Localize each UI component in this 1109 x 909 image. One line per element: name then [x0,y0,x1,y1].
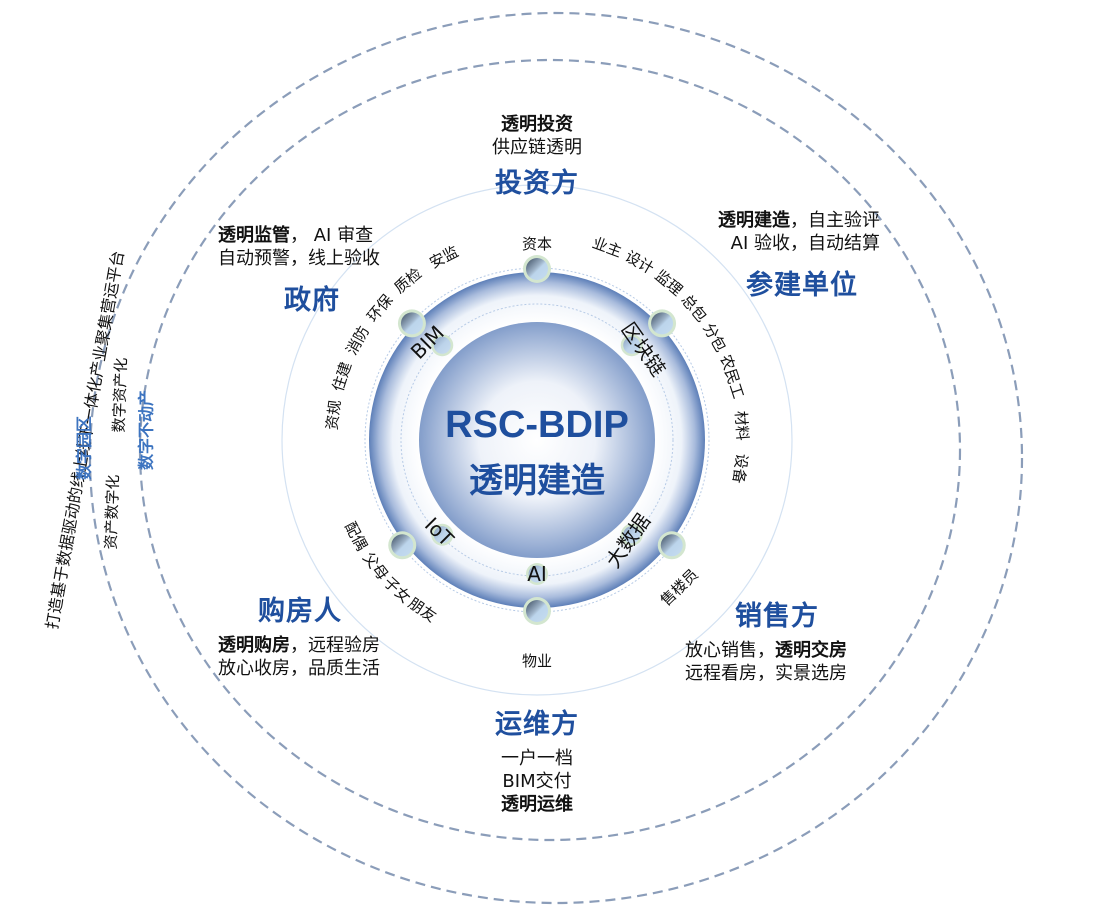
desc-text: 一户一档 [501,748,573,769]
operator-title: 运维方 [495,709,579,740]
desc-line: 透明投资 [437,113,637,136]
ring-node [523,597,551,625]
desc-text: 放心销售， [685,640,775,661]
desc-highlight: 透明交房 [775,640,847,661]
desc-line: 透明购房，远程验房 [218,634,418,657]
stakeholder-label: 资规 [323,399,345,431]
desc-highlight: 透明建造 [718,210,790,231]
buyer-desc: 透明购房，远程验房放心收房，品质生活 [218,634,418,680]
government-desc: 透明监管， AI 审查自动预警，线上验收 [218,224,418,270]
desc-text: 供应链透明 [492,137,582,158]
desc-highlight: 透明购房 [218,635,290,656]
stakeholder-label: 资本 [522,235,552,253]
desc-line: 透明运维 [437,793,637,816]
desc-highlight: 透明投资 [501,114,573,135]
stakeholder-label: 设备 [729,452,751,484]
ring-node [657,531,686,560]
desc-text: AI 验收，自动结算 [730,233,880,254]
desc-line: 透明监管， AI 审查 [218,224,418,247]
tech-node: AI [526,562,548,586]
desc-highlight: 透明运维 [501,794,573,815]
seller-desc: 放心销售，透明交房远程看房，实景选房 [685,639,885,685]
government-title: 政府 [284,285,340,316]
stakeholder-label: 业主 [590,234,624,261]
desc-text: ， AI 审查 [290,225,374,246]
ring-node [523,255,551,283]
investor-title: 投资方 [495,168,579,199]
tech-label: AI [527,562,547,586]
core-title-cn: 透明建造 [469,461,605,501]
middle-dashed-ring [138,58,962,842]
stakeholder-ring [281,184,793,696]
desc-text: 放心收房，品质生活 [218,658,380,679]
desc-text: BIM交付 [502,771,572,792]
stakeholder-label: 材料 [731,410,751,441]
stakeholder-label: 物业 [522,652,552,670]
desc-line: 供应链透明 [437,136,637,159]
party-government: 透明监管， AI 审查自动预警，线上验收 政府 [218,224,418,317]
desc-line: AI 验收，自动结算 [680,232,880,255]
desc-text: ，自主验评 [790,210,880,231]
digital-park-label: 数字园区 [75,416,94,480]
desc-line: 放心销售，透明交房 [685,639,885,662]
asset-digitization-label: 资产数字化 [102,474,123,550]
desc-line: BIM交付 [437,770,637,793]
desc-text: 自动预警，线上验收 [218,248,380,269]
party-seller: 销售方 放心销售，透明交房远程看房，实景选房 [685,594,885,685]
core-title-en: RSC-BDIP [445,404,629,446]
digital-assetization-label: 数字资产化 [110,357,131,433]
buyer-title: 购房人 [258,596,342,627]
digital-real-estate-label: 数字不动产 [137,390,156,470]
stakeholder-label: 分包 [699,320,730,355]
desc-text: ，远程验房 [290,635,380,656]
party-buyer: 购房人 透明购房，远程验房放心收房，品质生活 [218,589,418,680]
party-investor: 透明投资供应链透明 投资方 [437,113,637,200]
core-sphere [419,322,655,558]
desc-line: 一户一档 [437,747,637,770]
investor-desc: 透明投资供应链透明 [437,113,637,159]
builder-title: 参建单位 [746,270,858,301]
desc-line: 放心收房，品质生活 [218,657,418,680]
outer-dashed-ring [88,11,1024,905]
desc-line: 自动预警，线上验收 [218,247,418,270]
desc-text: 远程看房，实景选房 [685,663,847,684]
seller-title: 销售方 [735,601,819,632]
ring-node [397,309,426,338]
stakeholder-label: 消防 [343,323,373,358]
ring-dotted-outer [364,267,710,613]
stakeholder-label: 农民工 [716,352,747,400]
stakeholder-label: 安监 [426,243,461,273]
stakeholder-label: 设计 [622,247,657,278]
ring-node [388,531,417,560]
stakeholder-label: 配偶 [341,519,371,554]
stakeholder-label: 住建 [329,360,355,394]
desc-line: 透明建造，自主验评 [680,209,880,232]
desc-line: 远程看房，实景选房 [685,662,885,685]
ring-node [648,309,677,338]
desc-highlight: 透明监管 [218,225,290,246]
